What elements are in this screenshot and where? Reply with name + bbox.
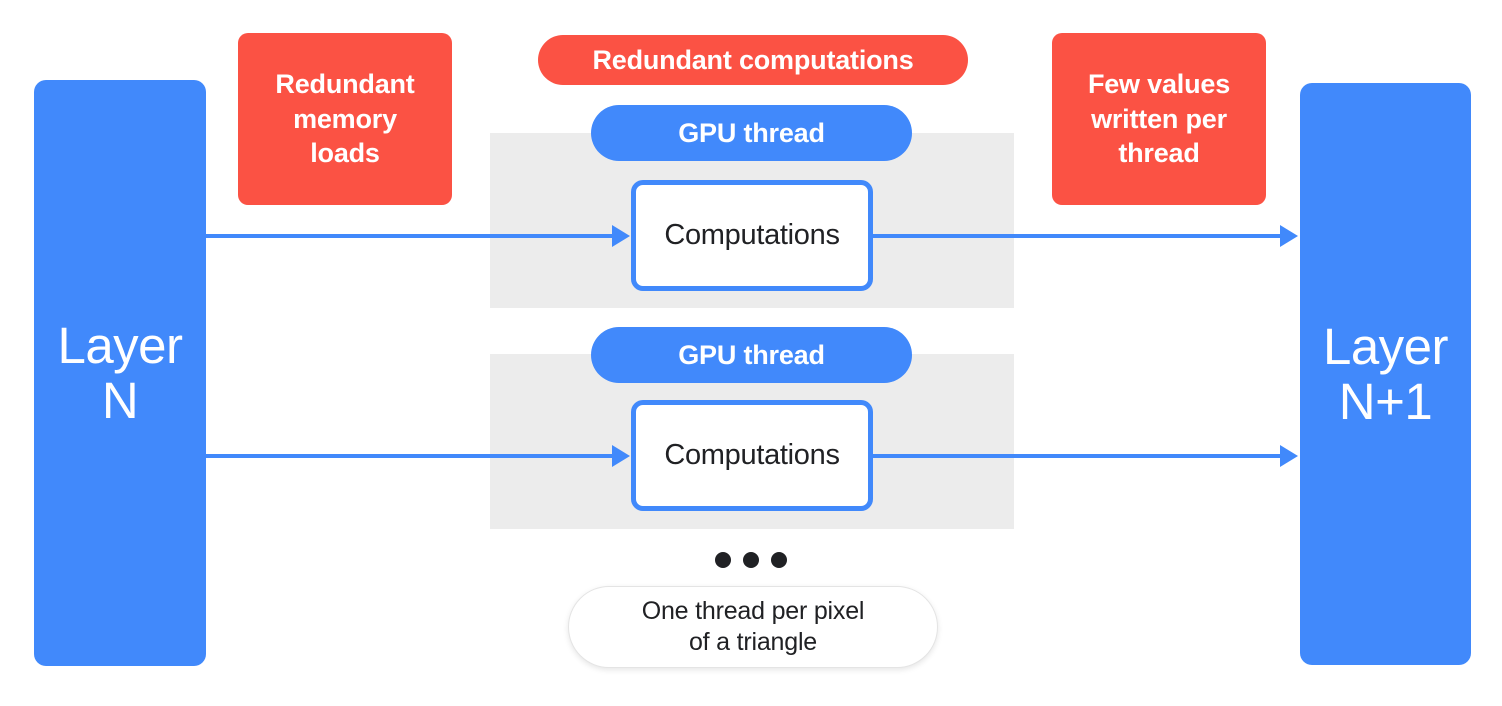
callout-few-values-written-per-thread: Few values written per thread <box>1052 33 1266 205</box>
gpu-thread-pill-2: GPU thread <box>591 327 912 383</box>
ellipsis-dot <box>715 552 731 568</box>
callout-redundant-computations: Redundant computations <box>538 35 968 85</box>
layer-n-plus-1-block: Layer N+1 <box>1300 83 1471 665</box>
arrow-thread-1-to-output <box>873 234 1283 238</box>
callout-redundant-memory-loads: Redundant memory loads <box>238 33 452 205</box>
arrow-head-output-1-icon <box>1280 225 1298 247</box>
gpu-thread-pill-1: GPU thread <box>591 105 912 161</box>
arrow-input-to-thread-1 <box>206 234 618 238</box>
ellipsis-dot <box>771 552 787 568</box>
computations-box-1: Computations <box>631 180 873 291</box>
arrow-input-to-thread-2 <box>206 454 618 458</box>
ellipsis-dot <box>743 552 759 568</box>
note-one-thread-per-pixel: One thread per pixel of a triangle <box>568 586 938 668</box>
arrow-head-input-1-icon <box>612 225 630 247</box>
computations-box-2: Computations <box>631 400 873 511</box>
arrow-head-input-2-icon <box>612 445 630 467</box>
ellipsis-dots-icon <box>715 551 787 569</box>
layer-n-block: Layer N <box>34 80 206 666</box>
arrow-thread-2-to-output <box>873 454 1283 458</box>
arrow-head-output-2-icon <box>1280 445 1298 467</box>
